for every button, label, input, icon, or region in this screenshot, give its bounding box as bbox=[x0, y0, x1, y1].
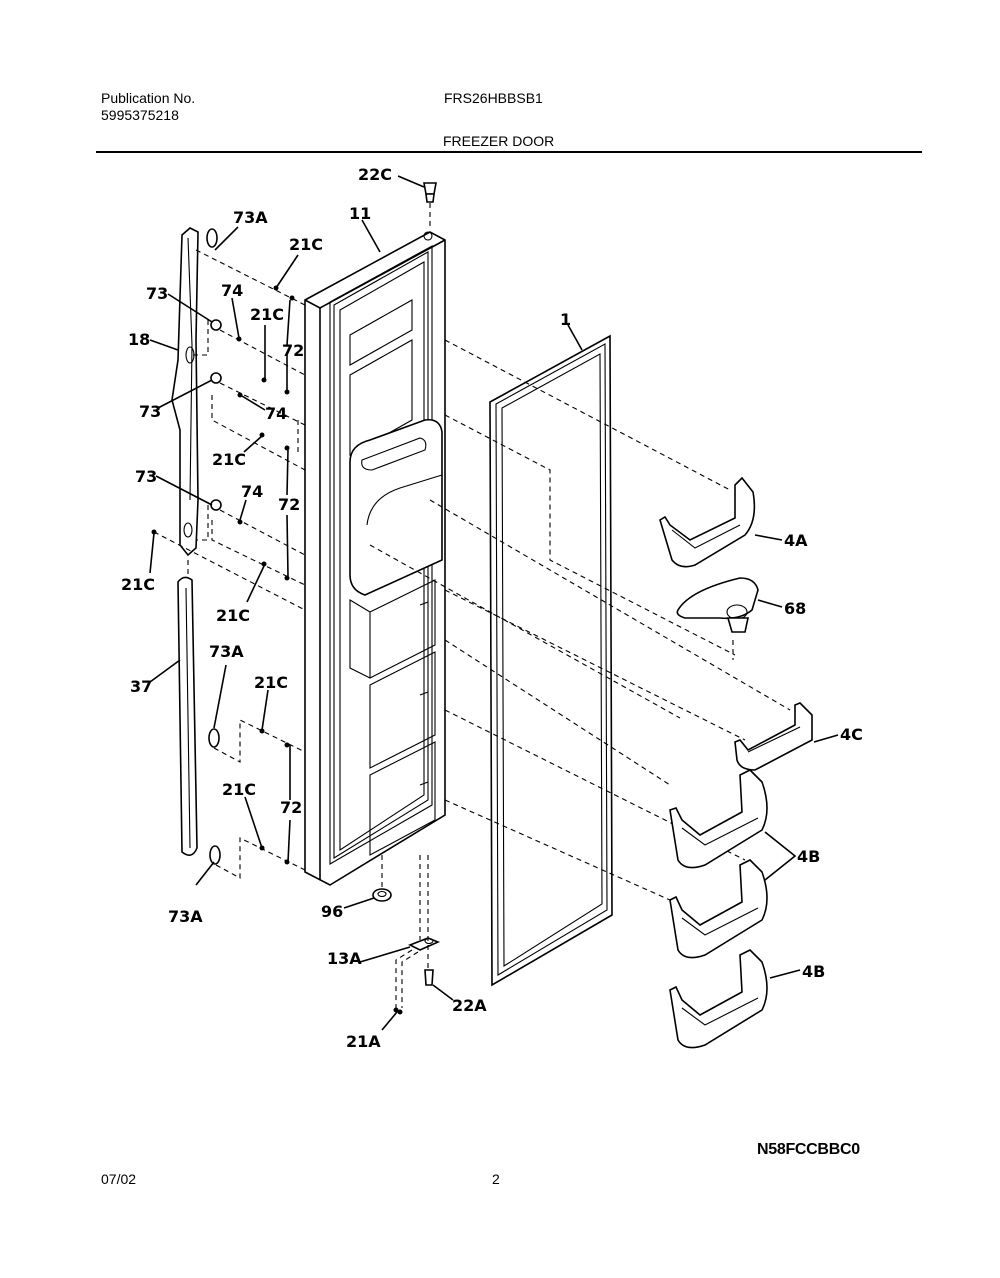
callout-21C: 21C bbox=[254, 673, 288, 692]
part-gasket-1 bbox=[489, 334, 613, 987]
part-screw-21A bbox=[393, 1007, 403, 1015]
callout-22A: 22A bbox=[452, 996, 487, 1015]
callout-73: 73 bbox=[135, 467, 157, 486]
callout-72: 72 bbox=[282, 341, 304, 360]
callout-4B: 4B bbox=[797, 847, 820, 866]
callout-37: 37 bbox=[130, 677, 152, 696]
callout-21C: 21C bbox=[121, 575, 155, 594]
callout-72: 72 bbox=[278, 495, 300, 514]
callout-73A: 73A bbox=[168, 907, 203, 926]
part-hinge-pin-22A bbox=[424, 969, 434, 986]
screw-dots bbox=[151, 285, 295, 865]
callout-74: 74 bbox=[241, 482, 263, 501]
callout-13A: 13A bbox=[327, 949, 362, 968]
callout-21C: 21C bbox=[222, 780, 256, 799]
part-door-panel-11 bbox=[304, 231, 446, 886]
callout-21A: 21A bbox=[346, 1032, 381, 1051]
callout-96: 96 bbox=[321, 902, 343, 921]
callout-21C: 21C bbox=[289, 235, 323, 254]
part-spacer-73-2 bbox=[210, 372, 222, 384]
model-number: FRS26HBBSB1 bbox=[444, 90, 543, 106]
callout-21C: 21C bbox=[212, 450, 246, 469]
callout-73A: 73A bbox=[209, 642, 244, 661]
callout-18: 18 bbox=[128, 330, 150, 349]
part-hinge-13A bbox=[408, 937, 441, 951]
part-hinge-pin-22C bbox=[423, 182, 437, 203]
part-grommet-73A-top bbox=[206, 228, 218, 248]
callout-4C: 4C bbox=[840, 725, 863, 744]
part-bin-4A bbox=[659, 476, 756, 568]
assembly-lines bbox=[153, 203, 791, 1008]
callout-4A: 4A bbox=[784, 531, 808, 550]
part-handle-18 bbox=[171, 227, 199, 557]
callout-74: 74 bbox=[221, 281, 243, 300]
diagram-code: N58FCCBBC0 bbox=[757, 1141, 860, 1158]
part-bin-4B-2 bbox=[669, 859, 768, 959]
part-grommet-73A-mid bbox=[208, 728, 220, 748]
callout-72: 72 bbox=[280, 798, 302, 817]
callout-74: 74 bbox=[265, 404, 287, 423]
callout-73: 73 bbox=[146, 284, 168, 303]
part-spacer-73-1 bbox=[210, 319, 222, 331]
page-number: 2 bbox=[492, 1171, 500, 1187]
publication-label: Publication No. bbox=[101, 90, 196, 106]
callout-labels: 22C 11 73A 21C 73 74 21C 18 72 73 74 21C… bbox=[121, 165, 863, 1051]
part-cap-96 bbox=[372, 888, 392, 902]
part-handle-trim-37 bbox=[177, 576, 198, 856]
part-grommet-73A-bot bbox=[209, 845, 221, 865]
callout-4B: 4B bbox=[802, 962, 825, 981]
callout-22C: 22C bbox=[358, 165, 392, 184]
leader-lines bbox=[149, 175, 839, 1031]
callout-1: 1 bbox=[560, 310, 571, 329]
part-bin-4B-3 bbox=[669, 949, 768, 1049]
part-spacer-73-3 bbox=[210, 499, 222, 511]
section-title: FREEZER DOOR bbox=[443, 133, 555, 149]
callout-21C: 21C bbox=[250, 305, 284, 324]
callout-73: 73 bbox=[139, 402, 161, 421]
callout-73A: 73A bbox=[233, 208, 268, 227]
callout-68: 68 bbox=[784, 599, 806, 618]
publication-number: 5995375218 bbox=[101, 107, 179, 123]
callout-11: 11 bbox=[349, 204, 371, 223]
callout-21C: 21C bbox=[216, 606, 250, 625]
footer-date: 07/02 bbox=[101, 1171, 137, 1187]
part-bin-4B-1 bbox=[669, 769, 768, 869]
part-bin-4C bbox=[734, 702, 813, 771]
header-rule bbox=[96, 151, 922, 153]
part-shelf-68 bbox=[676, 577, 759, 633]
